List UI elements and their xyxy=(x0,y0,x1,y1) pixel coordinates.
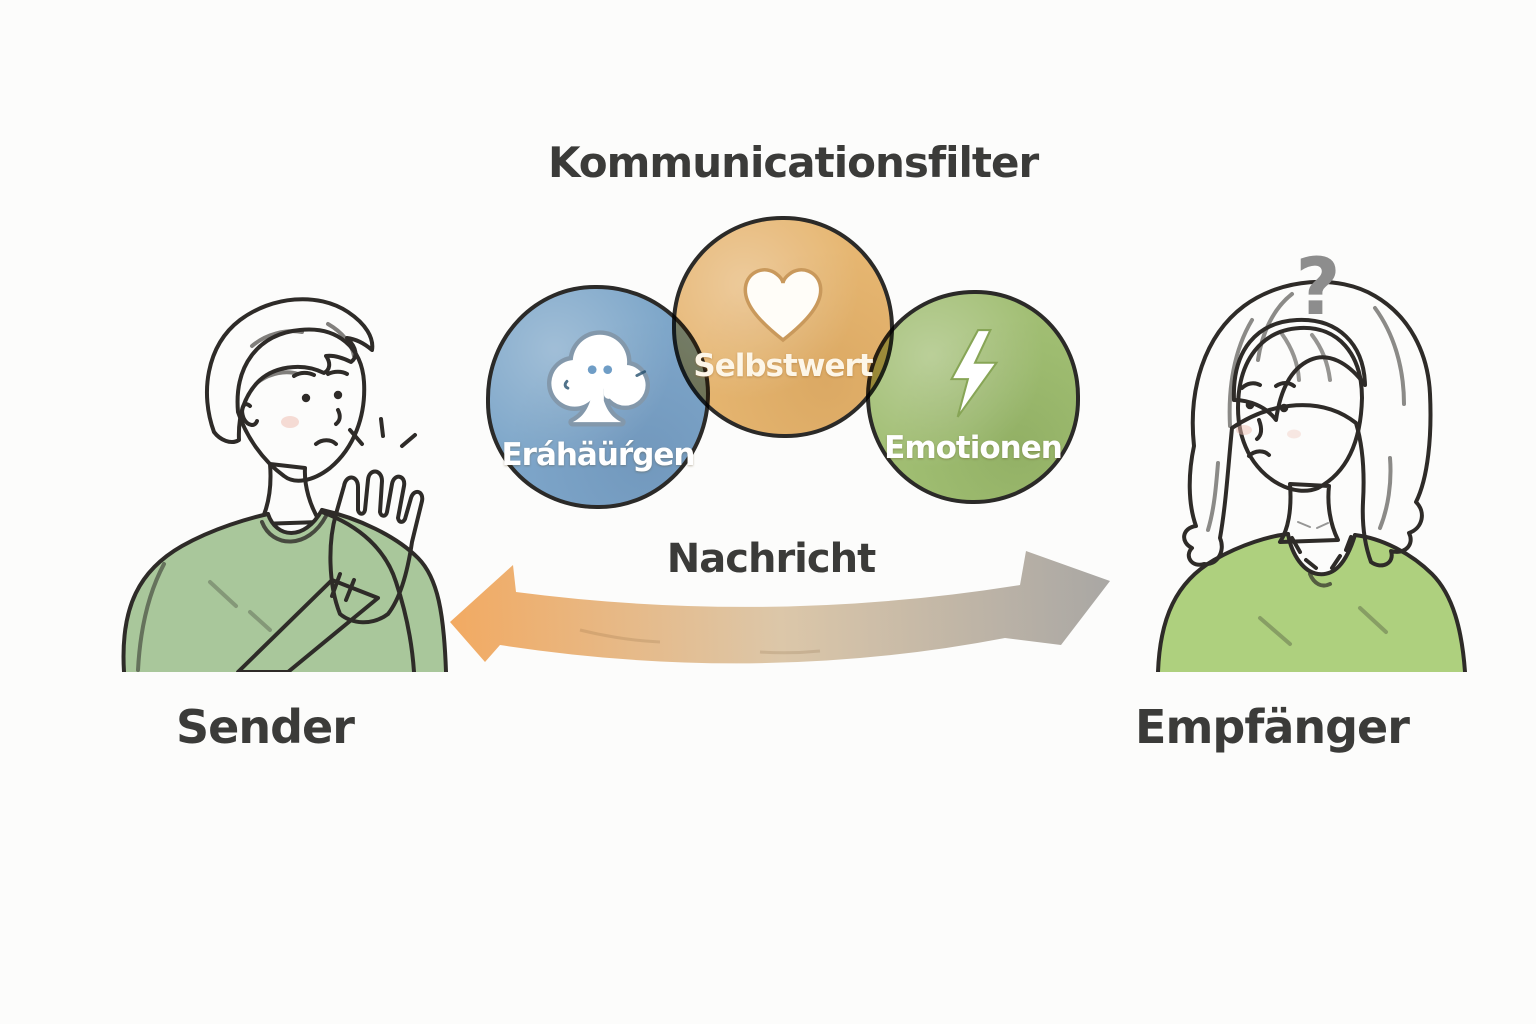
speech-marks xyxy=(348,417,417,448)
sender-sleeve xyxy=(236,578,380,672)
sender-nose xyxy=(334,408,342,426)
receiver-neck xyxy=(1278,482,1340,544)
receiver-eyebrows xyxy=(1240,381,1296,390)
selfworth-content: Selbstwert xyxy=(672,216,894,438)
sender-blush xyxy=(281,416,299,428)
emotions-content: Emotionen xyxy=(866,290,1080,504)
receiver-face xyxy=(1236,325,1364,493)
emotions-label: Emotionen xyxy=(884,430,1063,466)
selfworth-label: Selbstwert xyxy=(693,348,873,384)
receiver-top xyxy=(1158,534,1465,672)
sender-eye-right xyxy=(333,390,343,400)
receiver-ruffle xyxy=(1290,535,1353,570)
receiver-blush xyxy=(1236,425,1252,435)
receiver-fringe xyxy=(1231,317,1367,422)
sender-eye-left xyxy=(301,393,311,403)
receiver-eye-left xyxy=(1245,400,1255,410)
sender-ear xyxy=(240,402,259,427)
sender-illustration xyxy=(121,297,448,672)
diagram-title: Kommunicationsfilter xyxy=(548,138,1039,187)
emotions-circle xyxy=(866,290,1080,504)
lightning-icon xyxy=(949,329,999,418)
message-label: Nachricht xyxy=(666,536,876,582)
message-arrow xyxy=(450,551,1110,664)
receiver-illustration: ? xyxy=(1156,243,1467,672)
tree-cloud-icon xyxy=(546,330,650,427)
sender-face xyxy=(235,327,367,483)
receiver-label: Empfänger xyxy=(1135,700,1410,754)
receiver-hair xyxy=(1182,279,1433,568)
receiver-eye-right xyxy=(1279,403,1289,413)
experiences-content: Eráhäüŕgen xyxy=(486,285,710,509)
receiver-mouth xyxy=(1247,449,1271,458)
heart-icon xyxy=(743,268,823,343)
experiences-label: Eráhäüŕgen xyxy=(501,437,695,473)
receiver-nose xyxy=(1255,418,1264,441)
sender-sweater xyxy=(123,510,446,672)
experiences-circle xyxy=(486,285,710,509)
selfworth-circle xyxy=(672,216,894,438)
sender-hand xyxy=(328,469,425,625)
question-mark: ? xyxy=(1295,243,1340,333)
sender-eyebrows xyxy=(292,369,349,378)
sender-label: Sender xyxy=(176,700,355,754)
sender-mouth xyxy=(314,438,338,446)
